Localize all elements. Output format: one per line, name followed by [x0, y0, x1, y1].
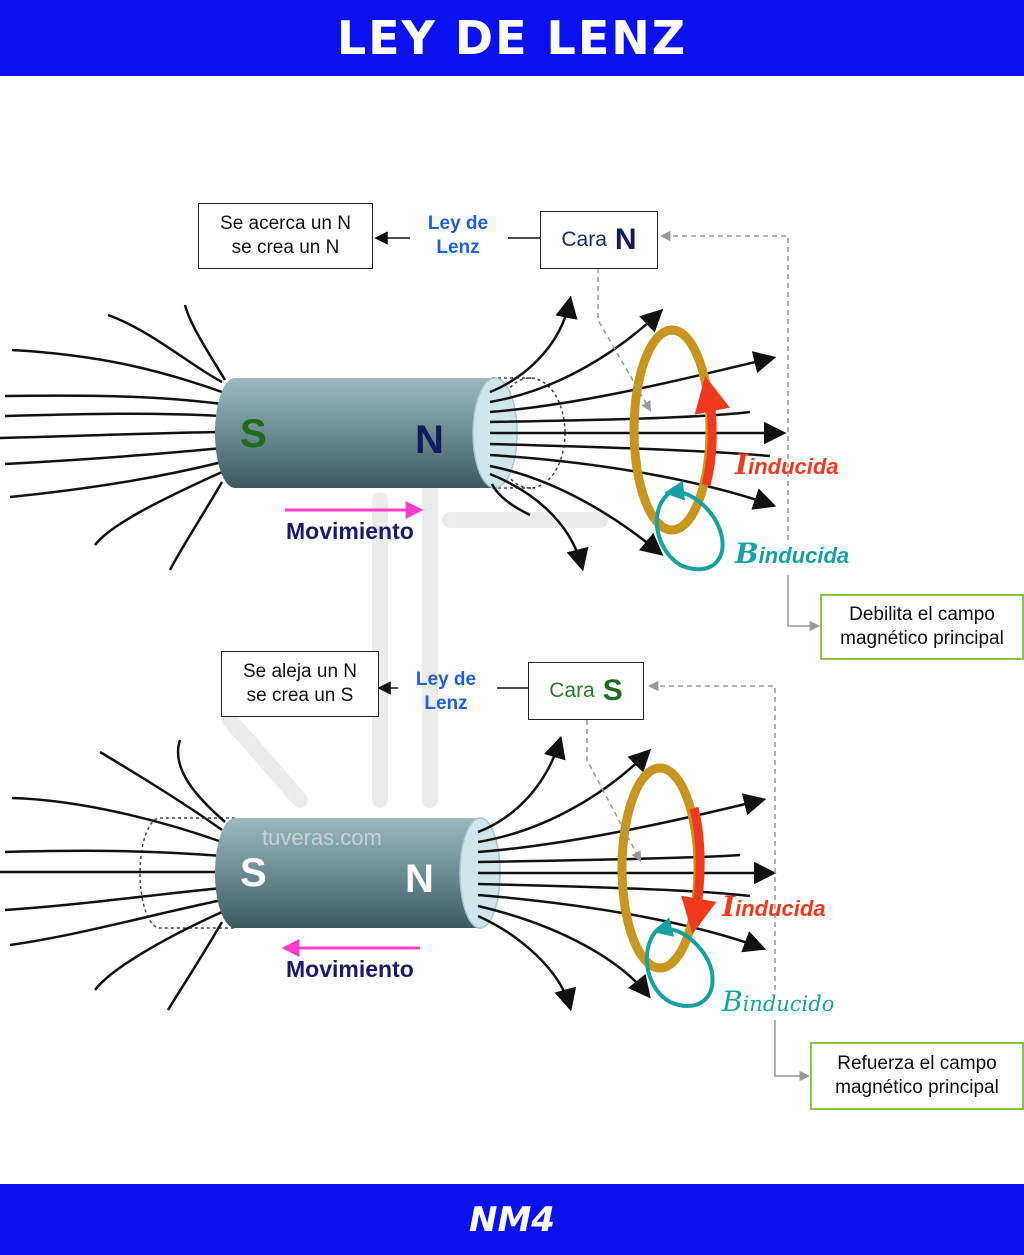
bottom-magnet-n-label: N [405, 857, 434, 901]
top-dashed-to-face [659, 230, 789, 540]
bottom-result-box: Se aleja un N se crea un S [221, 651, 379, 717]
top-induced-field-loop [654, 480, 725, 572]
top-face-prefix: Cara [561, 227, 607, 251]
top-face-box: Cara N [540, 211, 658, 269]
top-magnet-n-label: N [415, 418, 444, 462]
top-dotted-outline [492, 377, 535, 489]
bottom-induced-field-label: Binducido [722, 985, 834, 1018]
bottom-induced-current-label: Iinducida [722, 890, 826, 923]
top-right-field-lines [489, 295, 787, 572]
top-result-line2: se crea un N [231, 237, 340, 258]
footer-label: NM4 [469, 1199, 555, 1240]
bottom-lenz-label: Ley de Lenz [400, 668, 492, 716]
bottom-effect-box: Refuerza el campo magnético principal [810, 1042, 1024, 1110]
page-title: LEY DE LENZ [336, 11, 688, 65]
bottom-effect-line1: Refuerza el campo [837, 1053, 997, 1075]
top-current-subscript: inducida [748, 454, 839, 479]
top-result-line1: Se acerca un N [220, 213, 351, 235]
bottom-face-letter: S [602, 674, 623, 708]
bottom-result-line1: Se aleja un N [242, 661, 358, 683]
top-lenz-line1: Ley de [427, 213, 489, 234]
top-motion-label: Movimiento [286, 518, 414, 544]
bottom-current-symbol: I [722, 890, 736, 923]
bottom-magnet [215, 817, 501, 929]
bottom-effect-line2: magnético principal [835, 1077, 999, 1098]
top-left-field-lines [0, 304, 227, 571]
bottom-induced-current-arrow [680, 806, 717, 935]
bottom-dashed-from-face [586, 720, 641, 862]
top-face-letter: N [614, 223, 637, 257]
footer-bar: NM4 [0, 1184, 1024, 1255]
bottom-right-field-lines [477, 735, 777, 1012]
top-field-subscript: inducida [758, 543, 850, 568]
bottom-result-line2: se crea un S [246, 685, 354, 706]
top-connector-to-effect [787, 575, 821, 632]
bottom-lenz-line2: Lenz [424, 692, 468, 714]
watermark-shapes [222, 462, 608, 808]
bottom-field-subscript: inducido [742, 992, 835, 1016]
top-scene [0, 230, 821, 632]
top-dashed-from-face [597, 268, 652, 412]
bottom-face-prefix: Cara [549, 678, 595, 702]
top-effect-line1: Debilita el campo [849, 604, 995, 626]
bottom-lenz-line1: Ley de [415, 669, 477, 690]
bottom-face-box: Cara S [528, 662, 644, 720]
top-effect-box: Debilita el campo magnético principal [820, 594, 1024, 660]
top-result-box: Se acerca un N se crea un N [198, 203, 373, 269]
lenz-diagram: tuveras.com [0, 230, 821, 1082]
top-induced-current-arrow [694, 375, 730, 487]
top-lenz-label: Ley de Lenz [412, 212, 504, 260]
bottom-motion-label: Movimiento [286, 956, 414, 982]
bottom-field-symbol: B [722, 985, 743, 1018]
top-current-symbol: I [735, 448, 749, 481]
top-induced-field-label: Binducida [735, 537, 849, 570]
bottom-induced-field-loop [644, 917, 715, 1009]
bottom-scene [0, 680, 811, 1082]
bottom-dashed-to-face [647, 680, 776, 990]
top-effect-line2: magnético principal [840, 628, 1004, 649]
header-bar: LEY DE LENZ [0, 0, 1024, 76]
bottom-left-field-lines [0, 739, 226, 1011]
bottom-current-subscript: inducida [735, 896, 826, 921]
top-magnet-s-label: S [240, 412, 267, 456]
watermark: tuveras.com [262, 825, 382, 850]
bottom-magnet-s-label: S [240, 851, 267, 895]
top-field-symbol: B [735, 537, 759, 570]
top-induced-current-label: Iinducida [735, 448, 839, 481]
bottom-connector-to-effect [774, 1020, 811, 1082]
top-lenz-line2: Lenz [436, 236, 480, 258]
